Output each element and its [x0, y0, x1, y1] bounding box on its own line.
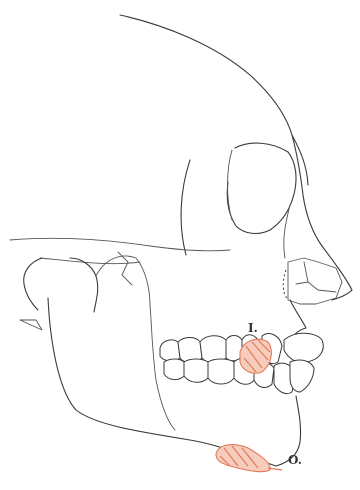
coronoid-crack — [118, 252, 132, 285]
zygomatic-arch — [10, 238, 230, 250]
orbit-outline — [227, 143, 296, 233]
incisor-marker-label: I. — [248, 321, 258, 335]
temporal-region — [24, 258, 42, 310]
nasal-concha — [296, 262, 336, 292]
chin-marker-label: O. — [288, 453, 302, 467]
lower-molar-2 — [184, 359, 208, 382]
zygomatic-bone — [181, 160, 190, 255]
lower-incisor — [290, 360, 314, 392]
lower-molar-1 — [208, 359, 234, 384]
nasal-cavity-box — [288, 258, 342, 304]
lower-molar-3 — [164, 359, 184, 380]
upper-molar-3 — [160, 340, 180, 361]
upper-molar-1 — [200, 336, 226, 363]
nasal-aperture-dashed — [283, 270, 288, 300]
lower-teeth — [164, 358, 314, 393]
mandible-condyle — [70, 258, 98, 312]
nasal-bone — [322, 246, 352, 300]
chin-highlight — [216, 445, 282, 472]
ear-canal — [20, 320, 42, 330]
cranium-outline — [120, 15, 322, 246]
upper-incisor — [284, 333, 323, 362]
